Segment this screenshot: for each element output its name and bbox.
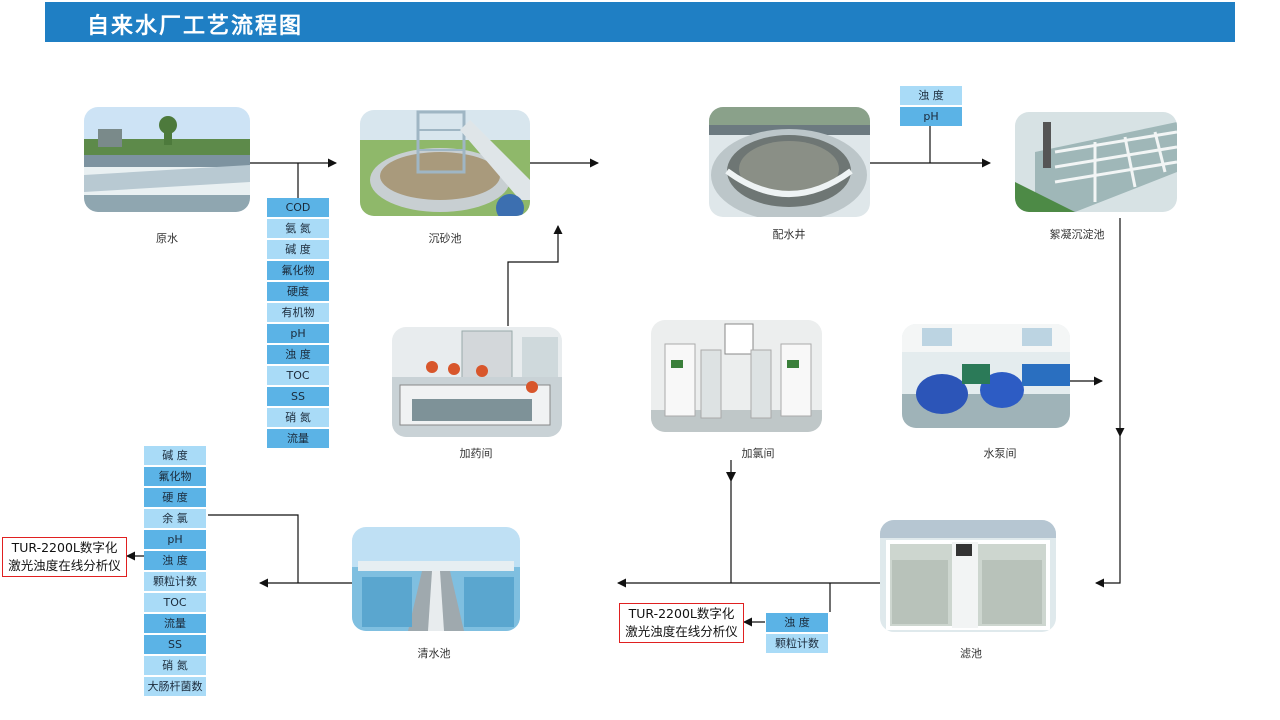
- label-clear-water-tank: 清水池: [417, 647, 451, 660]
- outlet-param: SS: [144, 635, 206, 654]
- outlet-param: 大肠杆菌数: [144, 677, 206, 696]
- photo-flocculation-tank: [1015, 112, 1177, 212]
- analyzer-middle-line1: TUR-2200L数字化: [628, 606, 735, 621]
- outlet-params-list: 碱 度 氟化物 硬 度 余 氯 pH 浊 度 颗粒计数 TOC 流量 SS 硝 …: [144, 446, 206, 698]
- flow-outlet-tap: [208, 514, 299, 583]
- outlet-param: pH: [144, 530, 206, 549]
- floc-param: 浊 度: [900, 86, 962, 105]
- outlet-param: 浊 度: [144, 551, 206, 570]
- photo-grit-chamber: [360, 110, 530, 216]
- title-bar: 自来水厂工艺流程图: [45, 2, 1235, 42]
- photo-raw-water: [84, 107, 250, 212]
- analyzer-left-line2: 激光浊度在线分析仪: [8, 558, 121, 573]
- outlet-param: 余 氯: [144, 509, 206, 528]
- photo-clear-water-tank: [352, 527, 520, 631]
- label-flocculation-tank: 絮凝沉淀池: [1049, 228, 1105, 241]
- label-filter-tank: 滤池: [960, 647, 982, 660]
- flow-down-to-filter: [1095, 436, 1121, 588]
- photo-filter-tank: [880, 520, 1056, 632]
- raw-param: pH: [267, 324, 329, 343]
- analyzer-middle-line2: 激光浊度在线分析仪: [625, 624, 738, 639]
- outlet-param: 颗粒计数: [144, 572, 206, 591]
- label-dosing-room: 加药间: [459, 447, 493, 460]
- outlet-param: 氟化物: [144, 467, 206, 486]
- raw-param: 硝 氮: [267, 408, 329, 427]
- filter-param: 颗粒计数: [766, 634, 828, 653]
- photo-pump-room: [902, 324, 1070, 428]
- outlet-param: 碱 度: [144, 446, 206, 465]
- raw-param: 浊 度: [267, 345, 329, 364]
- photo-distribution-well: [709, 107, 870, 217]
- analyzer-left: TUR-2200L数字化 激光浊度在线分析仪: [2, 537, 127, 577]
- raw-param: 氟化物: [267, 261, 329, 280]
- raw-param: SS: [267, 387, 329, 406]
- floc-param: pH: [900, 107, 962, 126]
- raw-params-list: COD 氨 氮 碱 度 氟化物 硬度 有机物 pH 浊 度 TOC SS 硝 氮…: [267, 198, 329, 450]
- outlet-param: 流量: [144, 614, 206, 633]
- raw-param: 碱 度: [267, 240, 329, 259]
- photo-dosing-room: [392, 327, 562, 437]
- label-chlorination-room: 加氯间: [741, 447, 775, 460]
- flow-dosing-to-grit: [507, 225, 563, 326]
- label-grit-chamber: 沉砂池: [428, 232, 462, 245]
- raw-param: COD: [267, 198, 329, 217]
- label-raw-water: 原水: [156, 232, 178, 245]
- label-distribution-well: 配水井: [772, 228, 806, 241]
- chlorine-arrow-head: [726, 472, 736, 482]
- photo-chlorination-room: [651, 320, 822, 432]
- outlet-param: 硬 度: [144, 488, 206, 507]
- outlet-param: 硝 氮: [144, 656, 206, 675]
- filter-param: 浊 度: [766, 613, 828, 632]
- raw-param: 有机物: [267, 303, 329, 322]
- analyzer-left-line1: TUR-2200L数字化: [11, 540, 118, 555]
- raw-param: TOC: [267, 366, 329, 385]
- analyzer-middle: TUR-2200L数字化 激光浊度在线分析仪: [619, 603, 744, 643]
- raw-param: 硬度: [267, 282, 329, 301]
- page-title: 自来水厂工艺流程图: [87, 14, 304, 39]
- raw-param: 氨 氮: [267, 219, 329, 238]
- label-pump-room: 水泵间: [983, 447, 1017, 460]
- outlet-param: TOC: [144, 593, 206, 612]
- raw-param: 流量: [267, 429, 329, 448]
